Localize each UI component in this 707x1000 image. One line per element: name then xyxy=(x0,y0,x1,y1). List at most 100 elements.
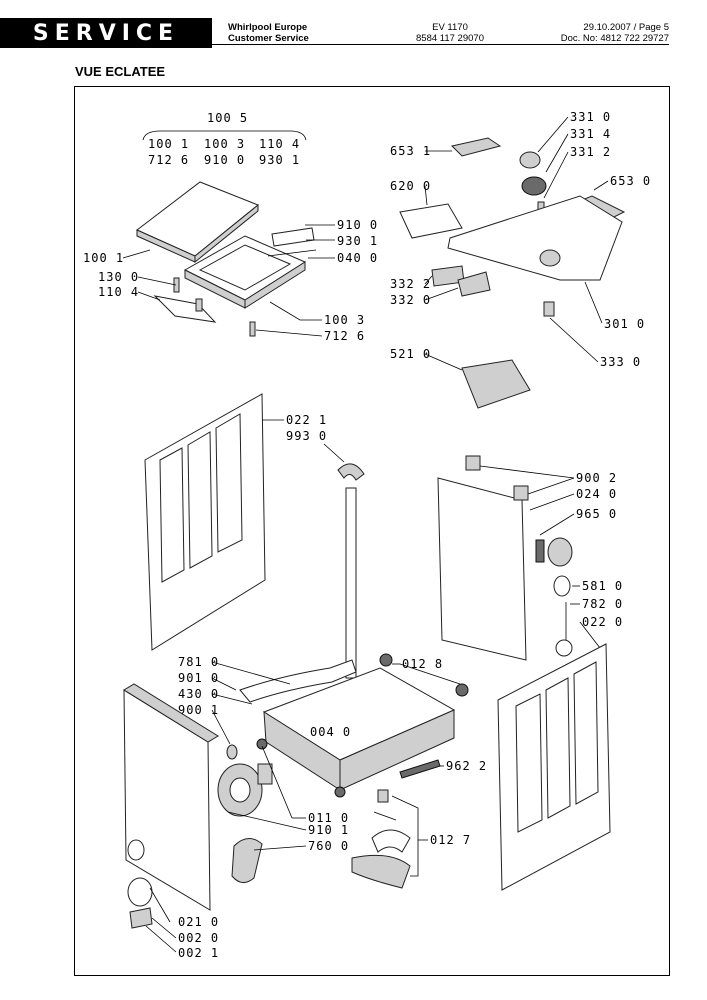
label-100-5: 100 5 xyxy=(207,111,248,125)
label-910-1: 910 1 xyxy=(308,823,349,837)
part-group-rear-panel: 900 2 024 0 965 0 581 0 782 0 022 0 xyxy=(437,455,623,661)
foot-shape xyxy=(379,653,393,667)
right-panel-rib-2 xyxy=(545,677,571,819)
switch-bar-shape xyxy=(451,137,502,157)
label-022-0: 022 0 xyxy=(582,615,623,629)
label-012-8: 012 8 xyxy=(402,657,443,671)
filter-cover-shape xyxy=(127,877,153,907)
rod-shape xyxy=(267,249,317,257)
date-page: 29.10.2007 / Page 5 xyxy=(583,22,669,33)
label-653-1: 653 1 xyxy=(390,144,431,158)
filter-shape xyxy=(535,539,545,563)
label-430-0: 430 0 xyxy=(178,687,219,701)
label-011-0: 011 0 xyxy=(308,811,349,825)
label-965-0: 965 0 xyxy=(576,507,617,521)
service-badge: SERVICE xyxy=(0,18,212,48)
label-040-0: 040 0 xyxy=(337,251,378,265)
inlet-hose-shape xyxy=(239,659,357,703)
doc-number: Doc. No: 4812 722 29727 xyxy=(560,33,669,44)
label-782-0: 782 0 xyxy=(582,597,623,611)
sensor-shape xyxy=(543,301,555,317)
label-901-0: 901 0 xyxy=(178,671,219,685)
label-712-6-kit: 712 6 xyxy=(148,153,189,167)
hinge-shape-2 xyxy=(513,485,529,501)
product-code: 8584 117 29070 xyxy=(416,33,484,44)
section-title: VUE ECLATEE xyxy=(75,64,166,79)
pump-inlet-shape xyxy=(229,777,251,803)
label-110-4-kit: 110 4 xyxy=(259,137,300,151)
label-331-4: 331 4 xyxy=(570,127,611,141)
label-100-1-kit: 100 1 xyxy=(148,137,189,151)
label-332-0: 332 0 xyxy=(390,293,431,307)
foot-shape-4 xyxy=(334,786,346,798)
brace-line xyxy=(142,130,307,141)
label-100-3-kit: 100 3 xyxy=(204,137,245,151)
label-760-0: 760 0 xyxy=(308,839,349,853)
part-group-support: 012 7 xyxy=(351,789,470,889)
label-333-0: 333 0 xyxy=(600,355,641,369)
front-panel-hole xyxy=(127,839,145,861)
side-panel-rib-2 xyxy=(187,431,213,569)
shock-absorber-shape xyxy=(399,759,441,779)
knob-shape xyxy=(519,151,541,169)
seal-strip-shape xyxy=(271,227,315,247)
label-022-1: 022 1 xyxy=(286,413,327,427)
part-group-left-side: 022 1 993 0 xyxy=(144,393,365,679)
part-group-right-side xyxy=(497,643,611,891)
programme-dial xyxy=(539,249,561,267)
hose-bend-shape xyxy=(337,463,365,481)
label-653-0: 653 0 xyxy=(610,174,651,188)
right-panel-rib-3 xyxy=(573,661,599,805)
label-002-0: 002 0 xyxy=(178,931,219,945)
switch-shape-2 xyxy=(457,271,491,297)
label-930-1-kit: 930 1 xyxy=(259,153,300,167)
drain-hose-shape xyxy=(345,487,357,679)
label-900-2: 900 2 xyxy=(576,471,617,485)
label-021-0: 021 0 xyxy=(178,915,219,929)
header-company-block: Whirlpool Europe Customer Service xyxy=(228,22,309,44)
side-panel-rib-3 xyxy=(215,413,243,553)
label-962-2: 962 2 xyxy=(446,759,487,773)
label-781-0: 781 0 xyxy=(178,655,219,669)
pump-outlet-shape xyxy=(257,763,273,785)
fascia-overlay-shape xyxy=(399,203,463,239)
base-side-shape xyxy=(339,709,455,791)
clip-shape xyxy=(226,744,238,760)
screw-shape xyxy=(249,321,256,337)
pulley-shape xyxy=(547,537,573,567)
label-993-0: 993 0 xyxy=(286,429,327,443)
support-bracket-shape xyxy=(371,829,411,853)
trim-clip-shape xyxy=(195,298,203,312)
part-group-front-panel: 011 0 910 1 760 0 021 0 002 0 002 1 xyxy=(123,683,349,960)
label-332-2: 332 2 xyxy=(390,277,431,291)
side-panel-rib xyxy=(159,447,185,583)
label-100-3: 100 3 xyxy=(324,313,365,327)
department-name: Customer Service xyxy=(228,33,309,44)
top-frame-opening xyxy=(198,244,292,291)
tray-shape xyxy=(351,854,411,889)
header-model-block: EV 1170 8584 117 29070 xyxy=(400,22,500,44)
label-331-0: 331 0 xyxy=(570,110,611,124)
label-100-1: 100 1 xyxy=(83,251,124,265)
bearing-shape xyxy=(553,575,571,597)
damper-shape xyxy=(377,789,389,803)
label-910-0: 910 0 xyxy=(337,218,378,232)
pulley-nut-shape xyxy=(555,639,573,657)
label-521-0: 521 0 xyxy=(390,347,431,361)
label-900-1: 900 1 xyxy=(178,703,219,717)
label-930-1: 930 1 xyxy=(337,234,378,248)
knob-gear-shape xyxy=(521,176,547,196)
front-panel-top-edge xyxy=(123,683,219,743)
label-331-2: 331 2 xyxy=(570,145,611,159)
filter-cap-shape xyxy=(129,907,153,929)
front-trim-shape xyxy=(153,295,217,323)
label-004-0: 004 0 xyxy=(310,725,351,739)
right-panel-rib xyxy=(515,693,543,833)
header-rule xyxy=(212,44,669,45)
label-301-0: 301 0 xyxy=(604,317,645,331)
hinge-shape xyxy=(465,455,481,471)
label-130-0: 130 0 xyxy=(98,270,139,284)
model-name: EV 1170 xyxy=(432,22,468,33)
label-581-0: 581 0 xyxy=(582,579,623,593)
